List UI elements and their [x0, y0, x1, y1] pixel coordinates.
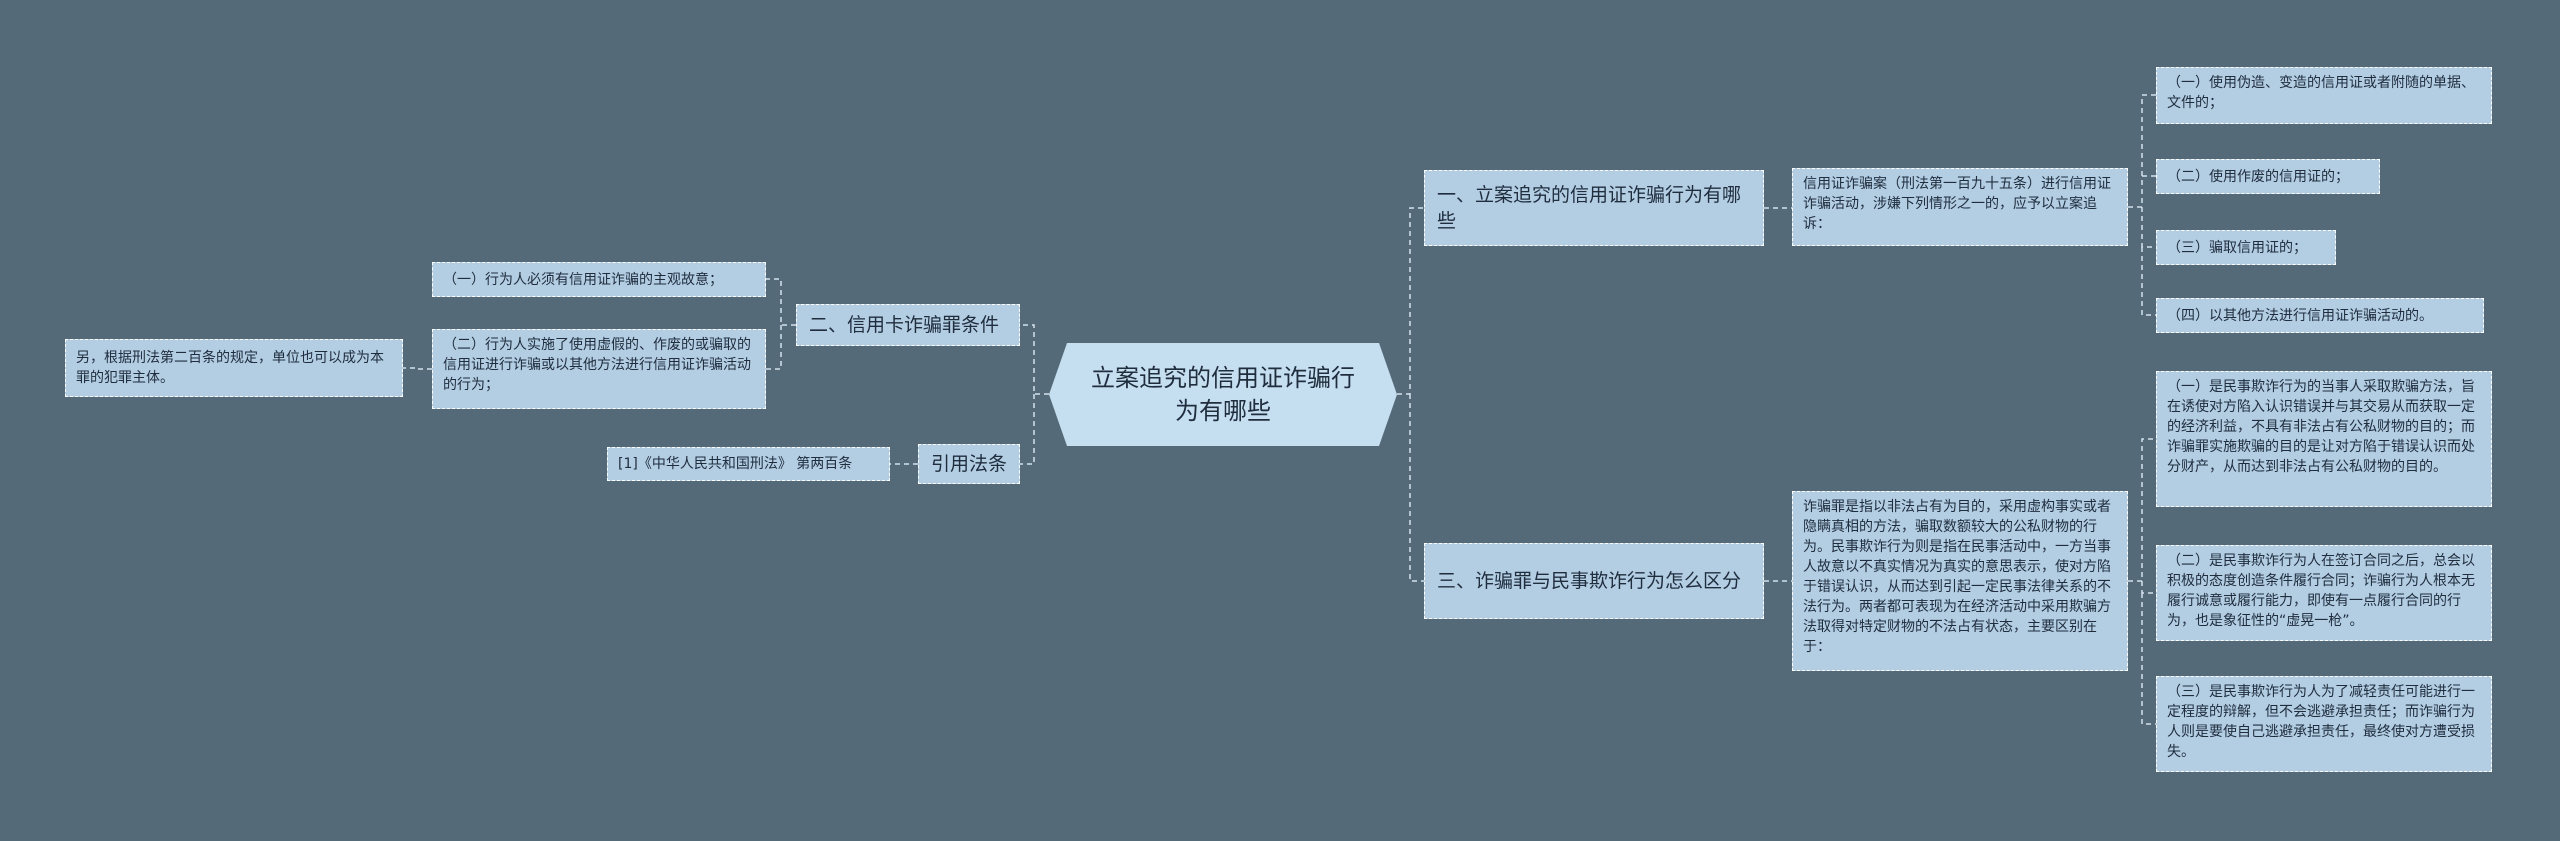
connector-item-2-note: [403, 367, 432, 370]
condition-item-2[interactable]: （二）行为人实施了使用虚假的、作废的或骗取的信用证进行诈骗或以其他方法进行信用证…: [432, 329, 766, 409]
citation-item[interactable]: [1]《中华人民共和国刑法》 第两百条: [607, 447, 890, 481]
section-3-item-3[interactable]: （三）是民事欺诈行为人为了减轻责任可能进行一定程度的辩解，但不会逃避承担责任；而…: [2156, 676, 2492, 772]
section-1-item-2[interactable]: （二）使用作废的信用证的；: [2156, 159, 2380, 194]
condition-note[interactable]: 另，根据刑法第二百条的规定，单位也可以成为本罪的犯罪主体。: [65, 339, 403, 397]
connector-desc-3-item-2: [2141, 581, 2156, 594]
section-1-item-4[interactable]: （四）以其他方法进行信用证诈骗活动的。: [2156, 298, 2484, 333]
connector-root-section-3: [1409, 394, 1424, 582]
section-1-description[interactable]: 信用证诈骗案（刑法第一百九十五条）进行信用证诈骗活动，涉嫌下列情形之一的，应予以…: [1792, 168, 2128, 246]
connector-desc-1-item-4: [2141, 247, 2156, 316]
connector-desc-3-item-3: [2141, 593, 2156, 725]
section-3-item-1[interactable]: （一）是民事欺诈行为的当事人采取欺骗方法，旨在诱使对方陷入认识错误并与其交易从而…: [2156, 371, 2492, 507]
connector-desc-1-item-3: [2141, 207, 2156, 248]
branch-conditions[interactable]: 二、信用卡诈骗罪条件: [796, 304, 1020, 346]
branch-section-1[interactable]: 一、立案追究的信用证诈骗行为有哪些: [1424, 170, 1764, 246]
branch-citation[interactable]: 引用法条: [918, 444, 1020, 484]
connector-root-conditions: [1020, 324, 1049, 395]
connector-root-section-1: [1397, 207, 1424, 395]
section-1-item-1[interactable]: （一）使用伪造、变造的信用证或者附随的单据、文件的；: [2156, 67, 2492, 124]
connector-root-citation: [1020, 394, 1035, 465]
branch-section-3[interactable]: 三、诈骗罪与民事欺诈行为怎么区分: [1424, 543, 1764, 619]
connector-desc-3-item-1: [2128, 438, 2156, 582]
section-3-item-2[interactable]: （二）是民事欺诈行为人在签订合同之后，总会以积极的态度创造条件履行合同；诈骗行为…: [2156, 545, 2492, 641]
connector-conditions-item-1: [766, 278, 796, 326]
root-topic[interactable]: 立案追究的信用证诈骗行为有哪些: [1049, 343, 1397, 446]
condition-item-1[interactable]: （一）行为人必须有信用证诈骗的主观故意；: [432, 262, 766, 297]
section-3-description[interactable]: 诈骗罪是指以非法占有为目的，采用虚构事实或者隐瞒真相的方法，骗取数额较大的公私财…: [1792, 491, 2128, 671]
connector-conditions-item-2: [766, 325, 782, 370]
connector-desc-1-item-1: [2128, 94, 2156, 208]
section-1-item-3[interactable]: （三）骗取信用证的；: [2156, 230, 2336, 265]
